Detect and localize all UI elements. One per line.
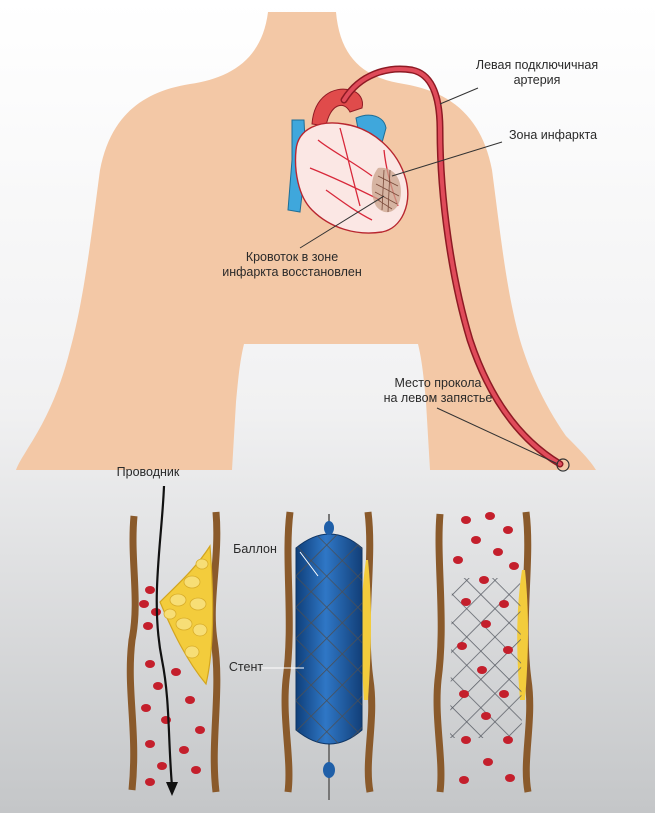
plaque-cells — [163, 558, 209, 659]
heart — [287, 88, 409, 234]
label-blood-flow-restored: Кровоток в зоне инфаркта восстановлен — [212, 250, 372, 280]
vessel-wall-left — [433, 513, 445, 793]
vessel-stent — [433, 511, 534, 793]
heart-vessels — [309, 127, 399, 221]
vessel-balloon — [262, 511, 376, 800]
label-guidewire: Проводник — [106, 465, 190, 480]
blood-cells — [453, 512, 519, 784]
label-line: артерия — [513, 73, 561, 87]
blood-cells — [139, 586, 205, 786]
vessel-guidewire — [126, 485, 221, 796]
label-line: Зона инфаркта — [508, 128, 598, 142]
label-balloon: Баллон — [224, 542, 286, 557]
guidewire — [155, 485, 174, 787]
torso-silhouette — [16, 12, 596, 470]
catheter-artery-inner — [342, 67, 562, 466]
label-left-subclavian-artery: Левая подключичная артерия — [462, 58, 612, 88]
balloon-tip-bottom — [323, 762, 335, 778]
infarct-hatching — [374, 169, 400, 213]
label-infarct-zone: Зона инфаркта — [498, 128, 608, 143]
label-line: на левом запястье — [383, 391, 493, 405]
label-line: Левая подключичная — [475, 58, 599, 72]
label-line: Кровоток в зоне — [245, 250, 339, 264]
puncture-marker — [556, 458, 570, 472]
label-line: Место прокола — [394, 376, 482, 390]
label-stent: Стент — [224, 660, 268, 675]
label-line: инфаркта восстановлен — [222, 265, 362, 279]
label-line: Проводник — [116, 465, 180, 479]
vessel-wall-right — [208, 511, 221, 793]
vessel-wall-right — [521, 511, 534, 793]
balloon-leader — [299, 551, 319, 577]
vessel-wall-left — [281, 511, 294, 793]
label-puncture-site: Место прокола на левом запястье — [372, 376, 504, 406]
balloon-tip-top — [324, 521, 334, 535]
leader-lines — [299, 87, 559, 465]
label-line: Стент — [228, 660, 264, 674]
stent-mesh — [296, 534, 362, 744]
vessel-wall-left — [126, 515, 139, 791]
label-line: Баллон — [233, 542, 277, 556]
aortic-arch — [311, 88, 363, 127]
deployed-stent — [450, 578, 522, 738]
guidewire-arrow — [166, 782, 178, 796]
infarct-zone-area — [371, 167, 401, 213]
compressed-plaque — [361, 560, 371, 700]
